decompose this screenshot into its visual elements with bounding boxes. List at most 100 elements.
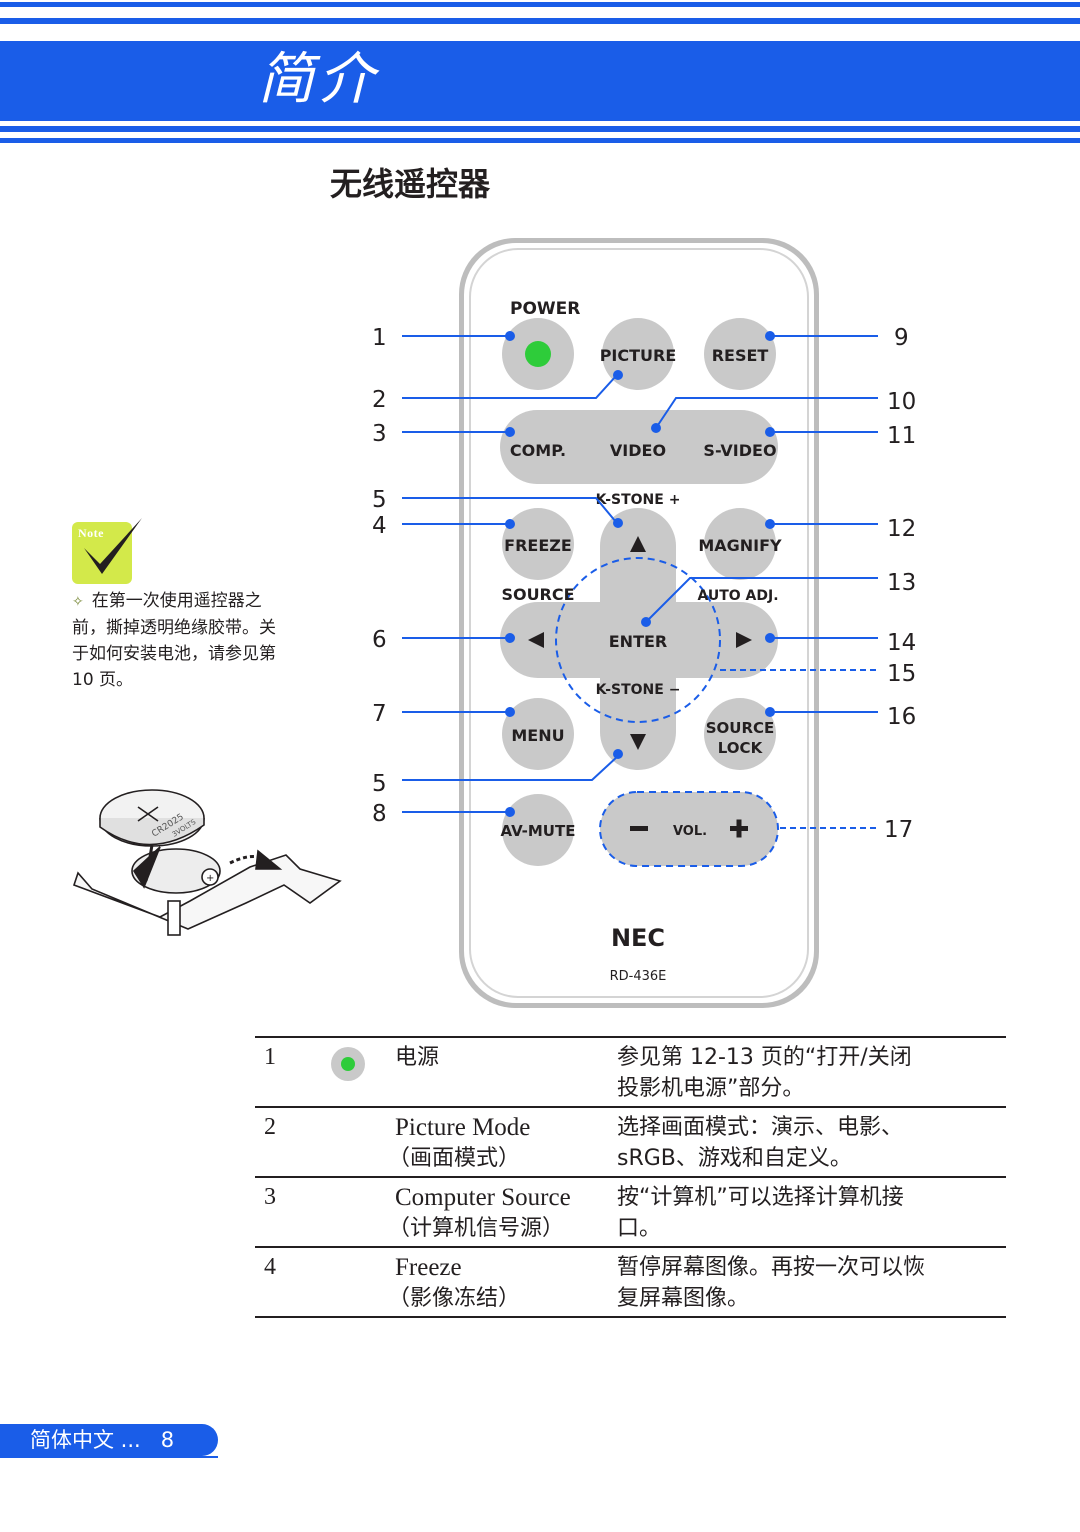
chapter-title: 简介 [258, 47, 378, 112]
power-label: POWER [510, 299, 580, 319]
table-row-4-name: Freeze [395, 1254, 462, 1281]
table-row-3-name-sub: （计算机信号源） [388, 1216, 565, 1241]
header-rule-3 [0, 126, 1080, 132]
callout-left-3: 3 [372, 421, 387, 447]
table-row-2-desc-1: 选择画面模式：演示、电影、 [617, 1115, 904, 1140]
table-row-4-name-sub: （影像冻结） [388, 1286, 521, 1311]
remote-model-label: RD-436E [610, 969, 667, 984]
table-row-1-num: 1 [264, 1044, 276, 1070]
down-arrow-icon[interactable] [630, 734, 646, 750]
callout-left-8: 5 [372, 771, 387, 797]
footer-rule [0, 1456, 218, 1458]
source-lock-label-1: SOURCE [706, 719, 775, 737]
right-arrow-icon[interactable] [736, 632, 752, 648]
kstone-ring [555, 557, 721, 723]
note-bullet-icon: ✧ [72, 594, 84, 610]
power-led-icon [525, 341, 551, 367]
kstone-minus-label: K-STONE − [596, 682, 681, 698]
volume-plus-icon[interactable] [730, 819, 748, 838]
callout-left-2: 2 [372, 387, 387, 413]
footer-tab [0, 1424, 218, 1456]
header-rule-4 [0, 138, 1080, 143]
callout-right-4: 12 [887, 516, 916, 542]
checkmark-icon [84, 518, 142, 574]
vol-label: VOL. [673, 824, 707, 839]
table-row-1-desc-2: 投影机电源”部分。 [617, 1076, 805, 1101]
page-number: 8 [160, 1428, 175, 1452]
callout-left-4: 5 [372, 487, 387, 513]
callout-right-1: 9 [894, 325, 909, 351]
table-row-3-desc-2: 口。 [617, 1216, 662, 1241]
enter-label[interactable]: ENTER [609, 632, 667, 651]
footer-language-label: 简体中文 ... [30, 1428, 141, 1452]
table-row-2-name: Picture Mode [395, 1114, 531, 1141]
callout-right-7: 15 [887, 661, 916, 687]
volume-minus-icon[interactable] [630, 826, 648, 831]
callout-right-8: 16 [887, 704, 916, 730]
svideo-label[interactable]: S-VIDEO [703, 441, 776, 460]
callout-right-2: 10 [887, 389, 916, 415]
table-row-4-desc-1: 暂停屏幕图像。再按一次可以恢 [617, 1255, 926, 1280]
comp-label[interactable]: COMP. [510, 441, 566, 460]
callout-right-5: 13 [887, 570, 916, 596]
callout-left-9: 8 [372, 801, 387, 827]
table-row-2-desc-2: sRGB、游戏和自定义。 [617, 1146, 852, 1171]
table-rule-bottom [255, 1316, 1006, 1318]
nec-logo: NEC [611, 924, 665, 952]
av-mute-label: AV-MUTE [501, 822, 576, 840]
source-bar [500, 410, 778, 484]
table-rule-1 [255, 1106, 1006, 1108]
callout-left-7: 7 [372, 701, 387, 727]
dpad-horizontal [500, 602, 778, 678]
table-row-1-name: 电源 [395, 1045, 440, 1070]
table-rule-2 [255, 1176, 1006, 1178]
table-row-2-num: 2 [264, 1114, 276, 1140]
magnify-button[interactable] [704, 508, 776, 580]
up-arrow-icon[interactable] [630, 536, 646, 552]
table-rule-3 [255, 1246, 1006, 1248]
callout-left-6: 6 [372, 627, 387, 653]
callout-left-5: 4 [372, 513, 387, 539]
freeze-button[interactable] [502, 508, 574, 580]
table-row-4-num: 4 [264, 1254, 276, 1280]
reset-label: RESET [712, 346, 769, 365]
power-led-icon [331, 1047, 365, 1081]
callout-right-6: 14 [887, 630, 916, 656]
footer-language: 简体中文 ... 8 [30, 1424, 174, 1456]
svg-text:+: + [206, 873, 214, 884]
source-label: SOURCE [501, 585, 574, 604]
battery-illustration: + CR2025 3VOLTS [72, 789, 342, 936]
table-row-3-desc-1: 按“计算机”可以选择计算机接 [617, 1185, 904, 1210]
remote-control-diagram: POWER PICTURE RESET COMP. VIDEO S-VIDEO … [372, 238, 916, 1008]
table-row-3-name: Computer Source [395, 1184, 571, 1211]
video-label[interactable]: VIDEO [610, 441, 666, 460]
callout-right-3: 11 [887, 423, 916, 449]
left-arrow-icon[interactable] [528, 632, 544, 648]
header-banner [0, 41, 1080, 121]
note-label: Note [78, 526, 104, 540]
kstone-plus-label: K-STONE + [596, 492, 681, 508]
table-row-2-name-sub: （画面模式） [388, 1146, 521, 1171]
freeze-label: FREEZE [504, 536, 572, 555]
magnify-label: MAGNIFY [698, 536, 782, 555]
av-mute-button[interactable] [502, 794, 574, 866]
table-row-4-desc-2: 复屏幕图像。 [617, 1286, 750, 1311]
table-row-1-desc-1: 参见第 12-13 页的“打开/关闭 [617, 1045, 912, 1070]
menu-button[interactable] [502, 698, 574, 770]
note-body: 在第一次使用遥控器之前，撕掉透明绝缘胶带。关于如何安装电池，请参见第 10 页。 [72, 591, 276, 690]
callout-left-1: 1 [372, 325, 387, 351]
source-lock-label-2: LOCK [718, 739, 764, 757]
table-row-3-num: 3 [264, 1184, 276, 1210]
source-lock-button[interactable] [704, 698, 776, 770]
auto-adj-label: AUTO ADJ. [697, 588, 778, 604]
header-rule-2 [0, 18, 1080, 24]
header-rule-top [0, 2, 1080, 7]
volume-outline [599, 791, 779, 867]
note-text: ✧在第一次使用遥控器之前，撕掉透明绝缘胶带。关于如何安装电池，请参见第 10 页… [72, 588, 284, 693]
callout-right-9: 17 [884, 817, 913, 843]
reset-button[interactable] [704, 318, 776, 390]
menu-label: MENU [511, 726, 564, 745]
section-title: 无线遥控器 [330, 165, 491, 203]
table-rule-top [255, 1036, 1006, 1038]
picture-label: PICTURE [600, 346, 677, 365]
